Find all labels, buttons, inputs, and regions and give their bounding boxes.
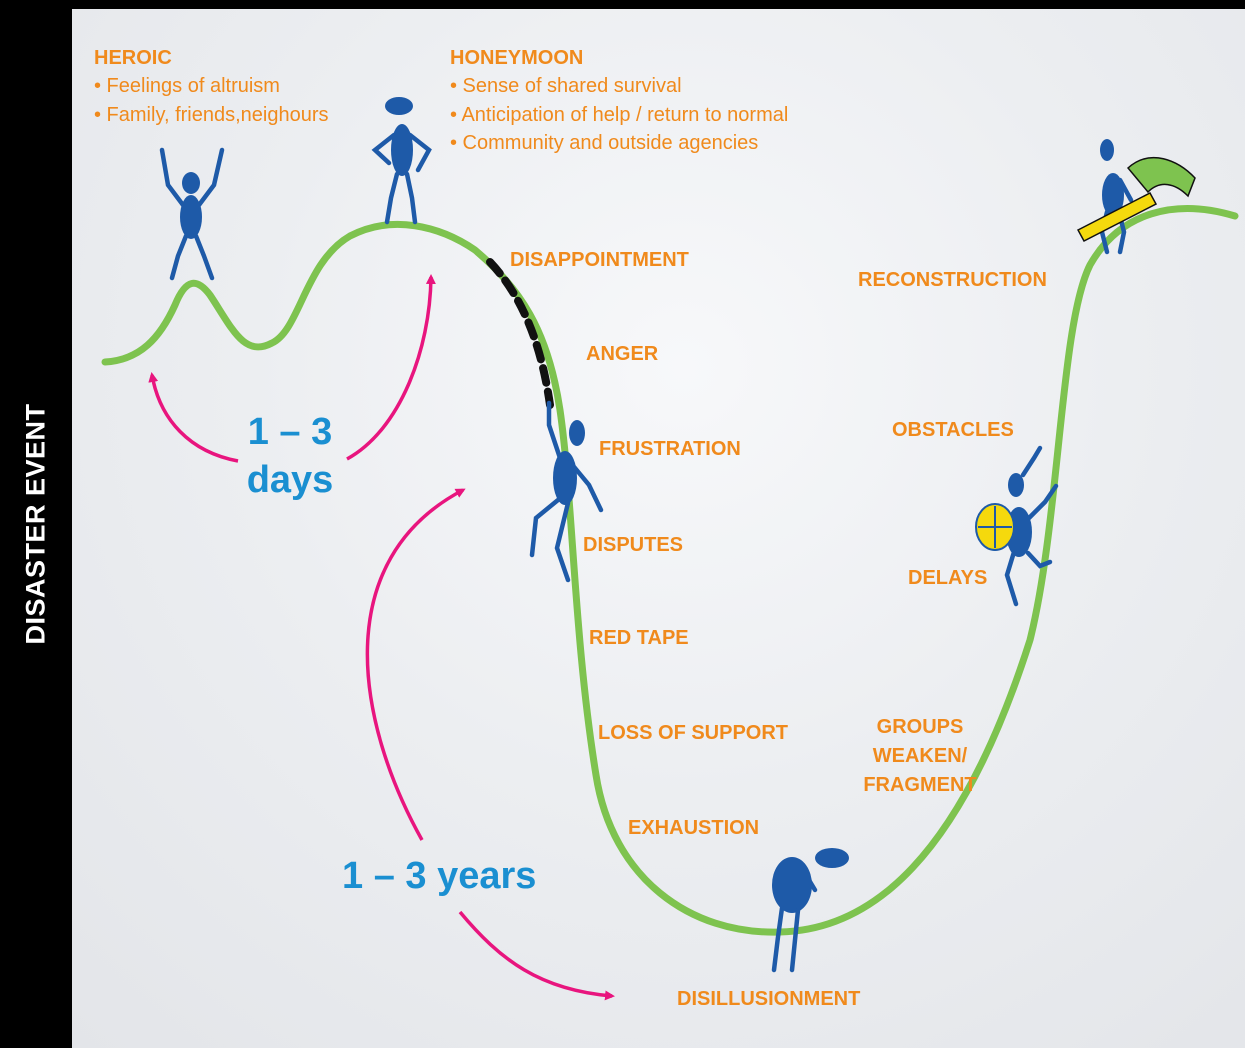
short-duration-arrow-right [346, 274, 436, 461]
honeymoon-bullet: • Sense of shared survival [450, 75, 682, 97]
stage-loss-of-support: LOSS OF SUPPORT [598, 722, 789, 744]
long-duration-arrow-up [365, 488, 466, 841]
honeymoon-bullet: • Anticipation of help / return to norma… [450, 104, 789, 126]
stage-groups-line: WEAKEN/ [872, 745, 968, 767]
cheering-figure [159, 147, 225, 281]
falling-figure [529, 400, 604, 583]
climbing-figure [1004, 445, 1059, 607]
heroic-bullet: • Family, friends,neighours [94, 104, 329, 126]
confident-figure [371, 97, 432, 225]
stage-frustration: FRUSTRATION [599, 438, 741, 460]
honeymoon-title: HONEYMOON [450, 47, 584, 69]
stage-exhaustion: EXHAUSTION [628, 817, 760, 839]
stage-delays: DELAYS [908, 567, 988, 589]
phase-curve [101, 205, 1239, 936]
disappointment-dashed-segment [486, 258, 554, 409]
heroic-bullet: • Feelings of altruism [94, 75, 280, 97]
long-duration-arrow-down [458, 910, 615, 1001]
stage-disappointment: DISAPPOINTMENT [510, 249, 689, 271]
slumped-figure [771, 848, 849, 973]
honeymoon-bullet: • Community and outside agencies [450, 132, 759, 154]
stage-groups-line: FRAGMENT [863, 774, 977, 796]
disaster-event-label: DISASTER EVENT [20, 403, 51, 645]
short-duration-arrow-left [148, 372, 239, 463]
long-duration-label: 1 – 3 years [342, 855, 537, 897]
hammer-icon [1076, 156, 1196, 243]
top-border [72, 0, 1245, 9]
stage-anger: ANGER [586, 343, 659, 365]
stage-disputes: DISPUTES [583, 534, 684, 556]
stage-red-tape: RED TAPE [589, 627, 689, 649]
heroic-title: HEROIC [94, 47, 172, 69]
stage-groups-line: GROUPS [876, 716, 964, 738]
stage-obstacles: OBSTACLES [892, 419, 1014, 441]
stage-disillusionment: DISILLUSIONMENT [677, 988, 861, 1010]
stage-reconstruction: RECONSTRUCTION [858, 269, 1047, 291]
short-duration-value: 1 – 3 [247, 411, 333, 453]
short-duration-unit: days [246, 459, 334, 501]
sidebar: DISASTER EVENT [0, 0, 72, 1048]
backpack-icon [975, 503, 1015, 551]
